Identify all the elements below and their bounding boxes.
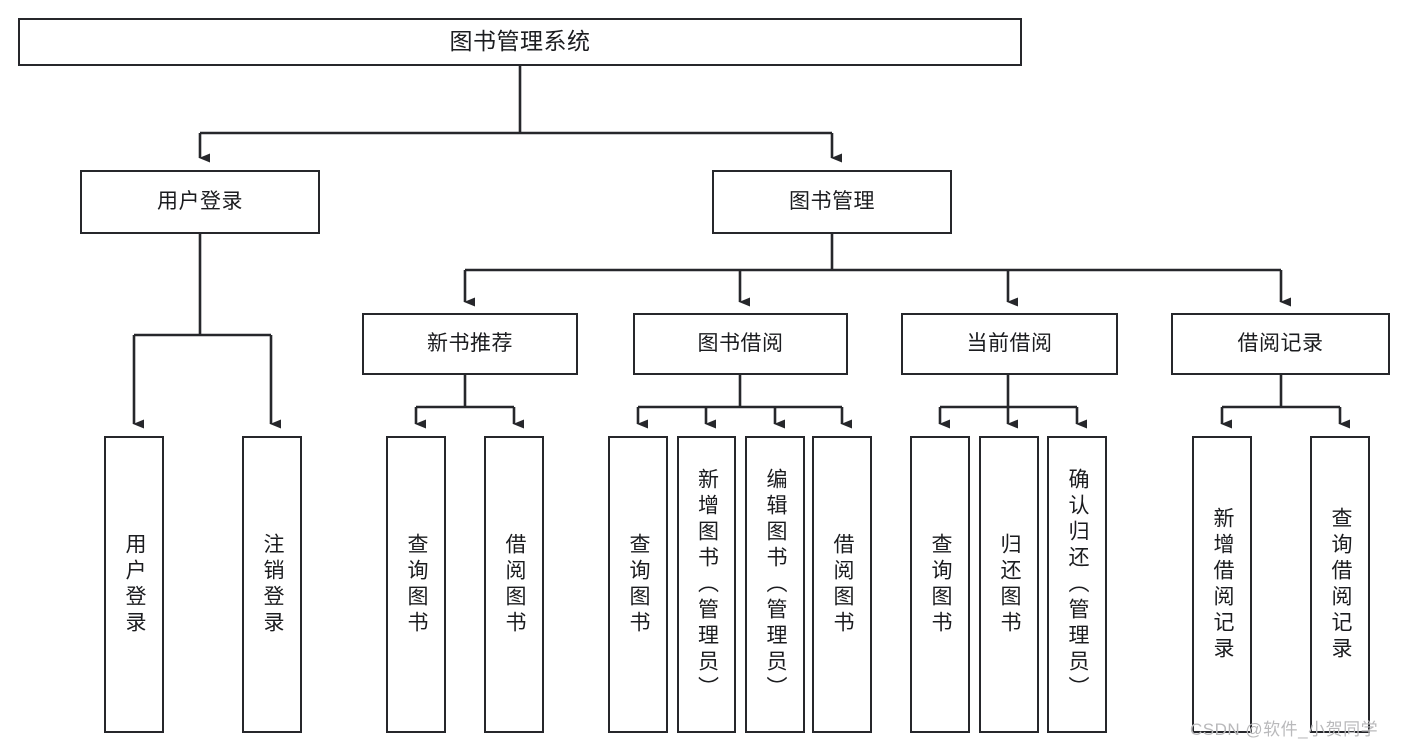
leaf-user-login-signout[interactable]: 注销登录 [242, 436, 302, 733]
node-book-borrow-label: 图书借阅 [697, 332, 784, 356]
leaf-borrow-record-add[interactable]: 新增借阅记录 [1192, 436, 1252, 733]
leaf-new-book-query[interactable]: 查询图书 [386, 436, 446, 733]
edges-currentborrow-to-leaves [938, 375, 1087, 429]
leaf-new-book-borrow[interactable]: 借阅图书 [484, 436, 544, 733]
leaf-borrow-record-add-label: 新增借阅记录 [1211, 506, 1235, 663]
csdn-watermark: CSDN @软件_小贺同学 [1190, 720, 1379, 739]
leaf-new-book-borrow-label: 借阅图书 [503, 532, 527, 637]
node-root-label: 图书管理系统 [449, 28, 591, 55]
leaf-user-login-signout-label: 注销登录 [261, 532, 285, 637]
node-book-management-label: 图书管理 [789, 190, 875, 214]
edges-newbook-to-leaves [414, 375, 524, 429]
node-borrow-record-label: 借阅记录 [1237, 332, 1324, 356]
leaf-user-login-signin[interactable]: 用户登录 [104, 436, 164, 733]
node-book-borrow[interactable]: 图书借阅 [633, 313, 848, 375]
node-current-borrow[interactable]: 当前借阅 [901, 313, 1118, 375]
node-user-login[interactable]: 用户登录 [80, 170, 320, 234]
leaf-book-borrow-add[interactable]: 新增图书（管理员） [677, 436, 736, 733]
leaf-current-borrow-confirm[interactable]: 确认归还（管理员） [1047, 436, 1107, 733]
leaf-book-borrow-lend[interactable]: 借阅图书 [812, 436, 872, 733]
leaf-borrow-record-query-label: 查询借阅记录 [1329, 506, 1353, 663]
node-root[interactable]: 图书管理系统 [18, 18, 1022, 66]
node-book-management[interactable]: 图书管理 [712, 170, 952, 234]
leaf-book-borrow-query-label: 查询图书 [627, 532, 651, 637]
node-new-book-recommend-label: 新书推荐 [427, 332, 513, 356]
leaf-book-borrow-lend-label: 借阅图书 [831, 532, 855, 637]
leaf-current-borrow-return-label: 归还图书 [998, 532, 1022, 637]
edges-userlogin-to-leaves [132, 234, 281, 429]
leaf-book-borrow-edit-label: 编辑图书（管理员） [764, 467, 788, 702]
leaf-new-book-query-label: 查询图书 [405, 532, 429, 637]
leaf-book-borrow-add-label: 新增图书（管理员） [695, 467, 719, 702]
edges-borrowrecord-to-leaves [1220, 375, 1350, 429]
leaf-current-borrow-query-label: 查询图书 [929, 532, 953, 637]
edges-root-to-level2 [198, 66, 842, 163]
edges-bookborrow-to-leaves [636, 375, 852, 429]
leaf-user-login-signin-label: 用户登录 [123, 532, 147, 637]
node-borrow-record[interactable]: 借阅记录 [1171, 313, 1390, 375]
node-current-borrow-label: 当前借阅 [966, 332, 1053, 356]
edges-bookmgmt-to-level3 [463, 234, 1291, 307]
node-new-book-recommend[interactable]: 新书推荐 [362, 313, 578, 375]
leaf-book-borrow-query[interactable]: 查询图书 [608, 436, 668, 733]
leaf-current-borrow-query[interactable]: 查询图书 [910, 436, 970, 733]
leaf-current-borrow-confirm-label: 确认归还（管理员） [1066, 467, 1090, 702]
node-user-login-label: 用户登录 [157, 190, 243, 214]
leaf-borrow-record-query[interactable]: 查询借阅记录 [1310, 436, 1370, 733]
leaf-book-borrow-edit[interactable]: 编辑图书（管理员） [745, 436, 805, 733]
leaf-current-borrow-return[interactable]: 归还图书 [979, 436, 1039, 733]
